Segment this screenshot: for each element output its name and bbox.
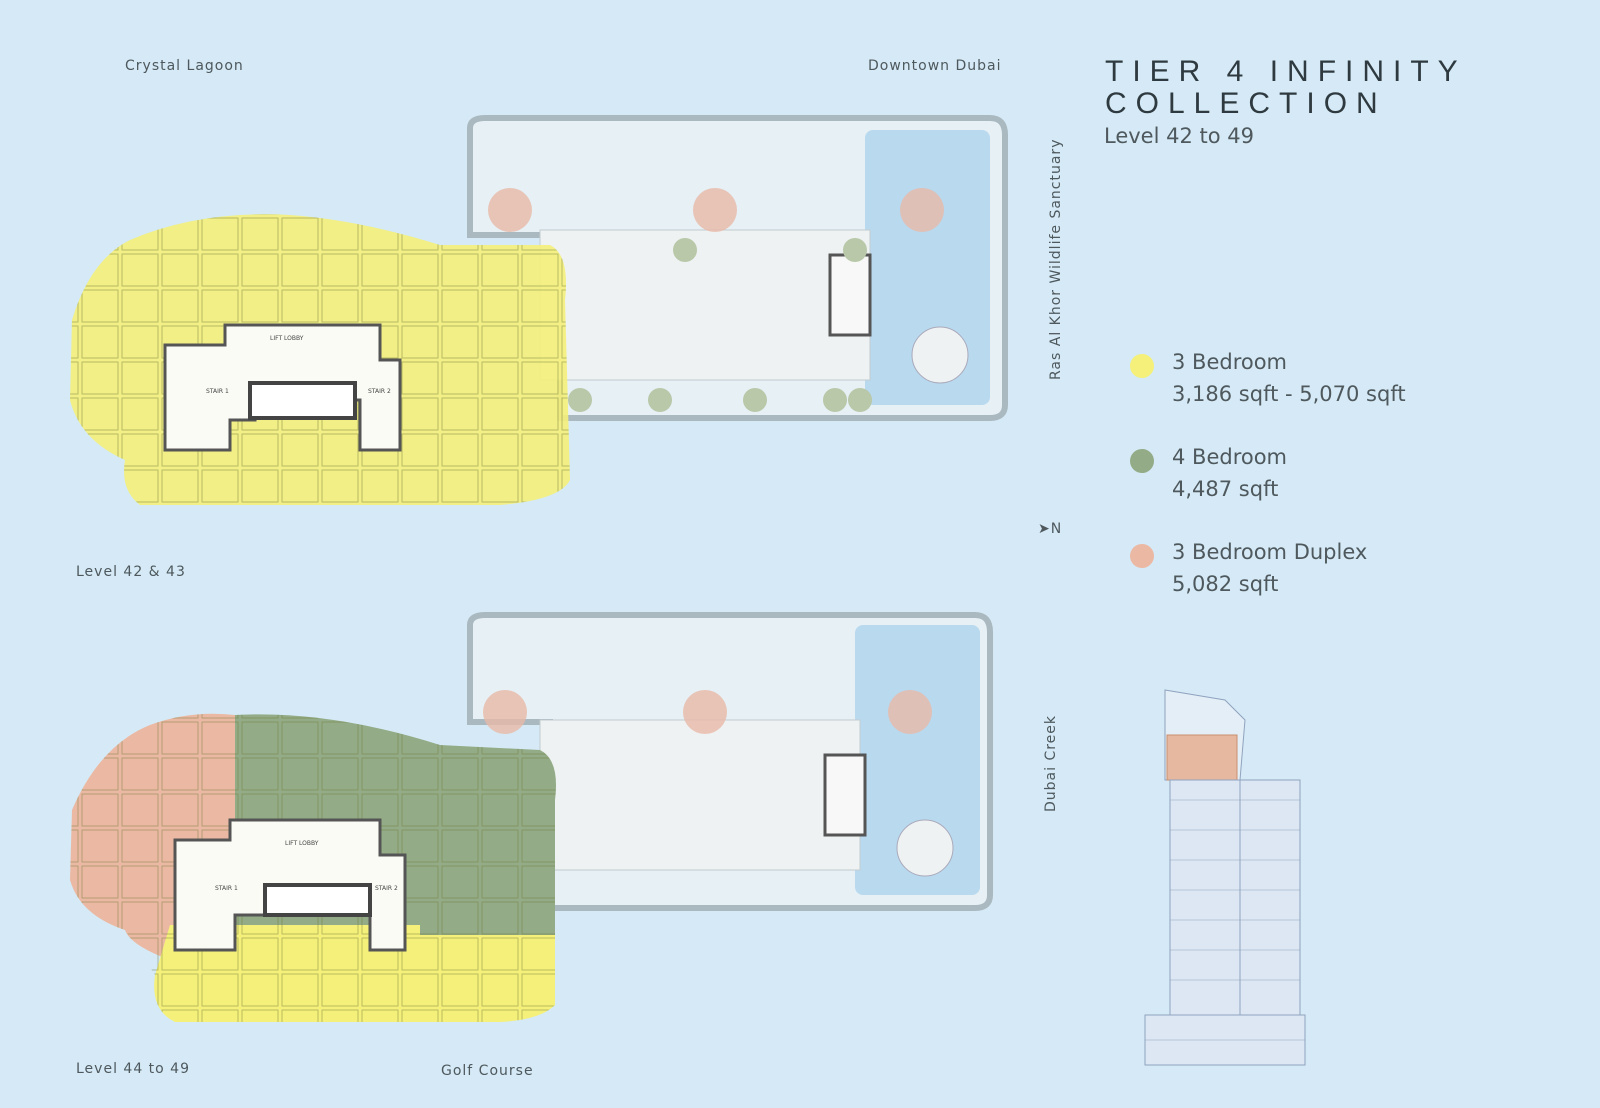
label-crystal-lagoon: Crystal Lagoon: [125, 58, 244, 74]
plan-lower: LIFT LOBBY STAIR 1 STAIR 2: [70, 612, 993, 1022]
page-title: TIER 4 INFINITY COLLECTION: [1105, 55, 1467, 120]
label-dubai-creek: Dubai Creek: [1043, 714, 1059, 812]
svg-text:STAIR 1: STAIR 1: [206, 388, 229, 395]
plan-label-lower: Level 44 to 49: [76, 1061, 190, 1077]
label-ras-al-khor: Ras Al Khor Wildlife Sanctuary: [1048, 138, 1064, 380]
svg-text:LIFT LOBBY: LIFT LOBBY: [285, 840, 319, 847]
svg-text:STAIR 2: STAIR 2: [375, 885, 398, 892]
green-dot-icon: [1130, 449, 1154, 473]
peach-dot-icon: [1130, 544, 1154, 568]
tower-elevation: [1144, 689, 1306, 1066]
svg-text:STAIR 2: STAIR 2: [368, 388, 391, 395]
svg-text:STAIR 1: STAIR 1: [215, 885, 238, 892]
plan-upper: LIFT LOBBY STAIR 1 STAIR 2: [70, 115, 1008, 505]
north-arrow-icon: ➤: [1038, 521, 1051, 537]
svg-text:LIFT LOBBY: LIFT LOBBY: [270, 335, 304, 342]
north-indicator: ➤N: [1038, 521, 1063, 537]
label-golf-course: Golf Course: [441, 1063, 534, 1079]
label-downtown-dubai: Downtown Dubai: [868, 58, 1002, 74]
page-subtitle: Level 42 to 49: [1104, 124, 1254, 148]
plan-label-upper: Level 42 & 43: [76, 564, 186, 580]
yellow-dot-icon: [1130, 354, 1154, 378]
